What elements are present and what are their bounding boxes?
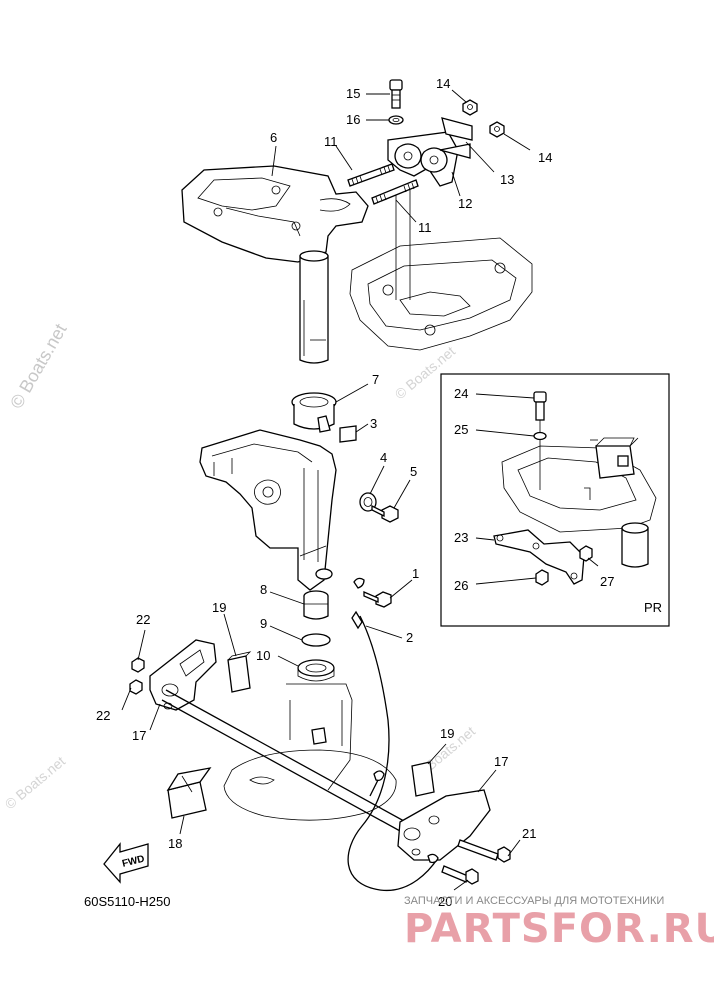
- steering-arm-shaft: [181, 165, 369, 364]
- clamp-rod: [161, 699, 421, 843]
- bolt-22-lower: [129, 679, 143, 695]
- watermark-lower-left: © Boats.net: [2, 753, 69, 812]
- clamp-bracket-left-17: [149, 639, 217, 711]
- callout-1: 1: [412, 566, 419, 581]
- callout-12: 12: [458, 196, 472, 211]
- bolt-22-upper: [131, 657, 145, 673]
- diagram-code: 60S5110-H250: [84, 894, 171, 909]
- callouts: 15 16 14 14 13 12 6 11 11 7 3 4 5 1 2 8 …: [96, 76, 614, 909]
- watermark-center: © Boats.net: [392, 343, 459, 402]
- watermark-left: © Boats.net: [6, 320, 70, 412]
- bolt-5: [371, 504, 399, 523]
- callout-14a: 14: [436, 76, 450, 91]
- plate-3: [339, 425, 357, 443]
- pad-19-left: [227, 655, 251, 693]
- callout-10: 10: [256, 648, 270, 663]
- wire-terminal: [373, 770, 385, 782]
- bolt-1: [353, 577, 392, 608]
- callout-6: 6: [270, 130, 277, 145]
- clamp-bracket-right-17: [397, 789, 491, 861]
- callout-13: 13: [500, 172, 514, 187]
- callout-19a: 19: [212, 600, 226, 615]
- callout-2: 2: [406, 630, 413, 645]
- callout-7: 7: [372, 372, 379, 387]
- callout-11a: 11: [324, 134, 338, 149]
- callout-19b: 19: [440, 726, 454, 741]
- leader-lines: [121, 89, 599, 891]
- seal-10: [297, 659, 335, 682]
- callout-23: 23: [454, 530, 468, 545]
- callout-27: 27: [600, 574, 614, 589]
- bushing-8: [303, 590, 329, 620]
- callout-22a: 22: [136, 612, 150, 627]
- callout-18: 18: [168, 836, 182, 851]
- pad-18: [166, 767, 212, 819]
- callout-9: 9: [260, 616, 267, 631]
- ground-wire-2: [347, 615, 439, 892]
- callout-8: 8: [260, 582, 267, 597]
- brand-watermark: ЗАПЧАСТИ И АКСЕССУАРЫ ДЛЯ МОТОТЕХНИКИ PA…: [404, 895, 714, 952]
- callout-5: 5: [410, 464, 417, 479]
- upper-casing-outline: [349, 237, 533, 351]
- callout-3: 3: [370, 416, 377, 431]
- brand-tagline: ЗАПЧАСТИ И АКСЕССУАРЫ ДЛЯ МОТОТЕХНИКИ: [404, 895, 664, 907]
- lower-casing-outline: [223, 683, 397, 821]
- brand-name: PARTSFOR.RU: [404, 906, 714, 952]
- callout-22b: 22: [96, 708, 110, 723]
- callout-25: 25: [454, 422, 468, 437]
- callout-24: 24: [454, 386, 468, 401]
- callout-14b: 14: [538, 150, 552, 165]
- bolt-20: [427, 853, 479, 885]
- callout-20: 20: [438, 894, 452, 909]
- callout-21: 21: [522, 826, 536, 841]
- inset-pr: PR: [440, 373, 670, 627]
- callout-11b: 11: [418, 220, 432, 235]
- pad-19-right: [411, 761, 435, 797]
- bushing-7: [291, 392, 337, 433]
- callout-15: 15: [346, 86, 360, 101]
- callout-4: 4: [380, 450, 387, 465]
- mount-bracket-assembly: [347, 79, 505, 300]
- callout-17a: 17: [132, 728, 146, 743]
- callout-16: 16: [346, 112, 360, 127]
- svg-text:FWD: FWD: [121, 854, 146, 870]
- callout-17b: 17: [494, 754, 508, 769]
- inset-label: PR: [644, 600, 662, 615]
- bolt-21: [457, 839, 511, 863]
- o-ring-9: [301, 633, 331, 647]
- swivel-bracket: [199, 429, 337, 591]
- fwd-arrow: FWD: [103, 842, 149, 884]
- callout-26: 26: [454, 578, 468, 593]
